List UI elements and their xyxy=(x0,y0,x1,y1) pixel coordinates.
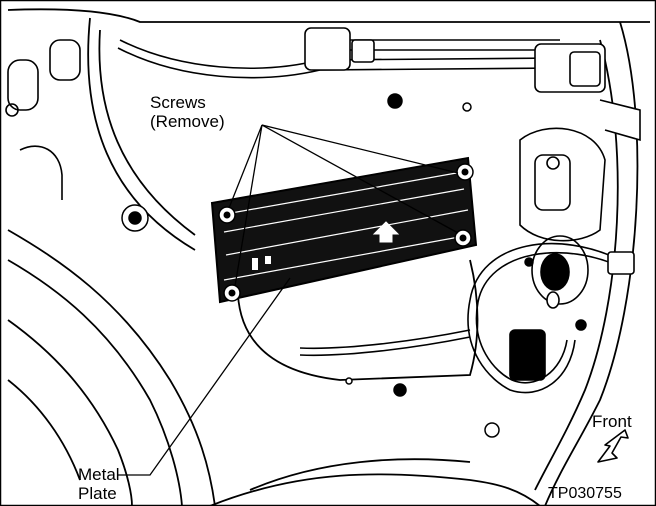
actuator xyxy=(519,99,641,242)
metal-plate xyxy=(210,156,478,304)
bosses xyxy=(121,93,587,438)
screw-bottom-right xyxy=(454,229,472,247)
plate-leader xyxy=(118,277,291,476)
speaker-opening xyxy=(531,235,589,309)
rod-connectors xyxy=(304,27,606,93)
plate-screws xyxy=(218,163,474,302)
screws-label-line1: Screws xyxy=(150,93,206,112)
front-label: Front xyxy=(592,412,632,431)
metal-plate-label-line2: Plate xyxy=(78,484,117,503)
figure-code: TP030755 xyxy=(548,485,622,502)
wire-harness xyxy=(299,242,635,394)
screw-top-left xyxy=(218,206,236,224)
screw-bottom-left xyxy=(223,284,241,302)
screws-label-line2: (Remove) xyxy=(150,112,225,131)
arrow-up-icon xyxy=(372,221,400,243)
screws-label: Screws (Remove) xyxy=(150,93,225,131)
left-pockets xyxy=(5,39,81,200)
metal-plate-label-line1: Metal xyxy=(78,465,120,484)
metal-plate-label: Metal Plate xyxy=(78,465,120,503)
arrow-down-left-icon xyxy=(597,429,629,463)
screw-top-right xyxy=(456,163,474,181)
screws-leaders xyxy=(228,124,459,287)
